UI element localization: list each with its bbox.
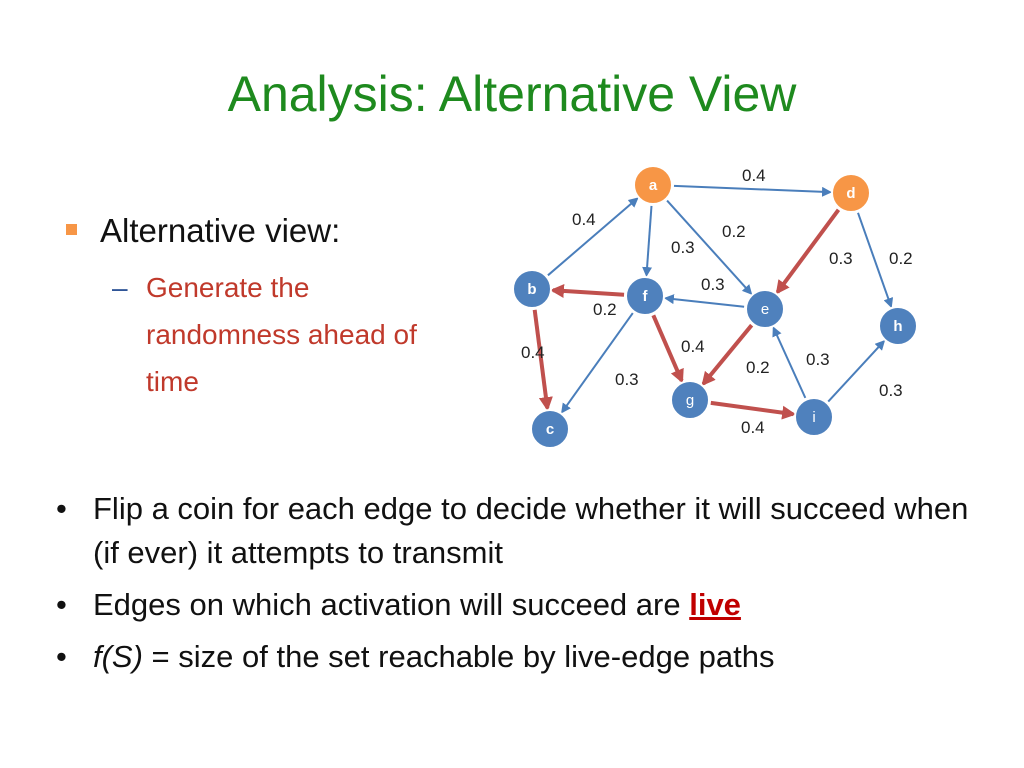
sub-bullet-text: Generate the randomness ahead of time <box>146 272 417 397</box>
bottom-bullet-list: • Flip a coin for each edge to decide wh… <box>56 487 986 687</box>
edge-i-e <box>772 326 807 399</box>
bullet-dot-icon: • <box>56 491 67 526</box>
node-a: a <box>633 165 673 205</box>
bullet-live-edges: • Edges on which activation will succeed… <box>56 583 986 627</box>
edge-weight-d-e: 0.3 <box>829 249 853 268</box>
node-c: c <box>530 409 570 449</box>
edge-weight-a-e: 0.2 <box>722 222 746 241</box>
bullet-dot-icon: • <box>56 639 67 674</box>
edge-f-b-live <box>549 283 625 298</box>
bullet-fs-definition: • f(S) = size of the set reachable by li… <box>56 635 986 679</box>
node-circle-b <box>512 269 552 309</box>
edges-layer <box>532 184 894 420</box>
node-label-f: f <box>643 288 649 305</box>
edge-weight-b-a: 0.4 <box>572 210 596 229</box>
bullet-coin-flip-text: Flip a coin for each edge to decide whet… <box>93 491 969 570</box>
live-keyword: live <box>689 587 741 622</box>
edge-e-g-live <box>701 323 754 387</box>
edge-b-c-live <box>532 309 553 412</box>
edge-weight-f-c: 0.3 <box>615 370 639 389</box>
node-circle-c <box>530 409 570 449</box>
bullet-dot-icon: • <box>56 587 67 622</box>
nodes-layer: a d b f e h g i c <box>512 165 918 449</box>
edge-f-c <box>561 312 634 414</box>
edge-a-e <box>666 199 753 295</box>
left-bullet: Alternative view: <box>62 208 482 254</box>
node-label-c: c <box>546 421 554 438</box>
bullet-live-edges-text: Edges on which activation will succeed a… <box>93 587 690 622</box>
slide-title: Analysis: Alternative View <box>227 66 797 122</box>
node-f: f <box>625 276 665 316</box>
edge-weight-f-b: 0.2 <box>593 300 617 319</box>
edge-e-f <box>663 294 745 308</box>
edge-a-d <box>673 184 833 197</box>
node-label-d: d <box>846 185 855 202</box>
edge-weight-b-c: 0.4 <box>521 343 545 362</box>
edge-weight-a-f: 0.3 <box>671 238 695 257</box>
influence-graph: 0.4 0.4 0.3 0.2 0.3 0.2 0.3 0.2 0.4 0.3 0.4 0.2 0.3 0… <box>512 165 918 449</box>
node-circle-f <box>625 276 665 316</box>
edge-b-a <box>547 197 639 277</box>
edge-weight-g-i: 0.4 <box>741 418 765 437</box>
node-label-e: e <box>761 301 769 318</box>
node-circle-a <box>633 165 673 205</box>
edge-f-g-live <box>651 314 684 384</box>
node-g: g <box>670 380 710 420</box>
sub-bullet: – Generate the randomness ahead of time <box>62 264 482 405</box>
node-circle-i <box>794 397 834 437</box>
edge-d-h <box>857 212 894 309</box>
node-i: i <box>794 397 834 437</box>
edge-weight-i-h: 0.3 <box>879 381 903 400</box>
node-label-i: i <box>812 409 815 426</box>
node-circle-h <box>878 306 918 346</box>
node-d: d <box>831 173 871 213</box>
node-circle-d <box>831 173 871 213</box>
edge-a-f <box>642 205 653 278</box>
bullet-fs-text: = size of the set reachable by live-edge… <box>142 639 775 674</box>
edge-weight-e-g: 0.2 <box>746 358 770 377</box>
left-bullet-text: Alternative view: <box>100 212 341 249</box>
edge-labels-layer: 0.4 0.4 0.3 0.2 0.3 0.2 0.3 0.2 0.4 0.3 0.4 0.2 0.3 0… <box>521 166 913 437</box>
square-bullet-icon <box>66 224 77 235</box>
node-h: h <box>878 306 918 346</box>
node-b: b <box>512 269 552 309</box>
left-bullet-list: Alternative view: – Generate the randomn… <box>62 208 482 405</box>
edge-weight-i-e: 0.3 <box>806 350 830 369</box>
edge-weight-d-h: 0.2 <box>889 249 913 268</box>
node-e: e <box>745 289 785 329</box>
node-label-g: g <box>686 392 694 409</box>
dash-bullet-icon: – <box>112 272 128 303</box>
bullet-coin-flip: • Flip a coin for each edge to decide wh… <box>56 487 986 575</box>
node-label-a: a <box>649 177 658 194</box>
node-circle-e <box>745 289 785 329</box>
edge-d-e-live <box>775 208 841 295</box>
node-circle-g <box>670 380 710 420</box>
fs-symbol: f(S) <box>93 639 143 674</box>
edge-weight-a-d: 0.4 <box>742 166 766 185</box>
node-label-b: b <box>527 281 536 298</box>
node-label-h: h <box>893 318 902 335</box>
edge-g-i-live <box>710 400 797 420</box>
edge-weight-f-g: 0.4 <box>681 337 705 356</box>
edge-weight-e-f: 0.3 <box>701 275 725 294</box>
edge-i-h <box>827 339 886 403</box>
